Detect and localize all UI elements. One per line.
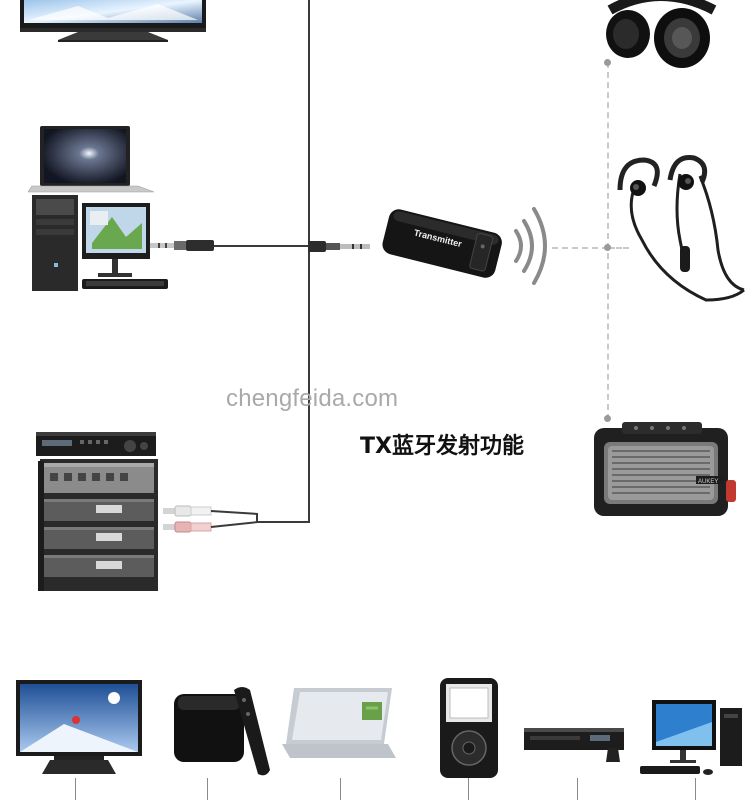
bottom-tick xyxy=(468,778,469,800)
bottom-tick xyxy=(75,778,76,800)
bottom-tick xyxy=(207,778,208,800)
bottom-tv-icon xyxy=(16,680,142,774)
tv-icon xyxy=(20,0,206,42)
wireless-link-vertical xyxy=(607,62,609,420)
link-node-earphones xyxy=(604,244,611,251)
link-node-speaker xyxy=(604,415,611,422)
headphones-icon xyxy=(606,0,717,68)
rca-cable-join xyxy=(256,514,258,523)
receiver-cable xyxy=(258,521,310,523)
bottom-dvd-player-icon xyxy=(524,728,624,762)
pc-cable xyxy=(212,245,310,247)
watermark-text: chengfeida.com xyxy=(226,385,399,412)
bottom-desktop-pc-icon xyxy=(640,700,742,775)
bluetooth-speaker-icon: AUKEY xyxy=(594,422,736,516)
transmitter-device: Transmitter xyxy=(382,209,502,278)
aux-plug-pc xyxy=(150,240,214,251)
laptop-icon xyxy=(28,126,155,193)
bottom-tick xyxy=(577,778,578,800)
bottom-tick xyxy=(340,778,341,800)
bottom-tick xyxy=(695,778,696,800)
speaker-brand-label: AUKEY xyxy=(698,479,718,485)
rca-plugs xyxy=(163,505,259,533)
feature-caption: TX蓝牙发射功能 xyxy=(360,434,524,459)
link-node-headphones xyxy=(604,59,611,66)
aux-plug-transmitter xyxy=(308,241,370,252)
bottom-mp3-player-icon xyxy=(440,678,498,778)
wireless-link-horizontal xyxy=(552,247,608,249)
bottom-tv-box-remote-icon xyxy=(174,687,270,776)
earphones-icon xyxy=(617,154,745,302)
amplifier-rack-icon xyxy=(38,459,158,591)
bottom-laptop-icon xyxy=(282,688,396,758)
wireless-signal-icon xyxy=(514,207,547,285)
av-receiver-icon xyxy=(36,432,156,456)
desktop-pc-icon xyxy=(32,195,168,291)
main-cable-vertical xyxy=(308,0,310,523)
wireless-link-earphones xyxy=(609,247,629,249)
